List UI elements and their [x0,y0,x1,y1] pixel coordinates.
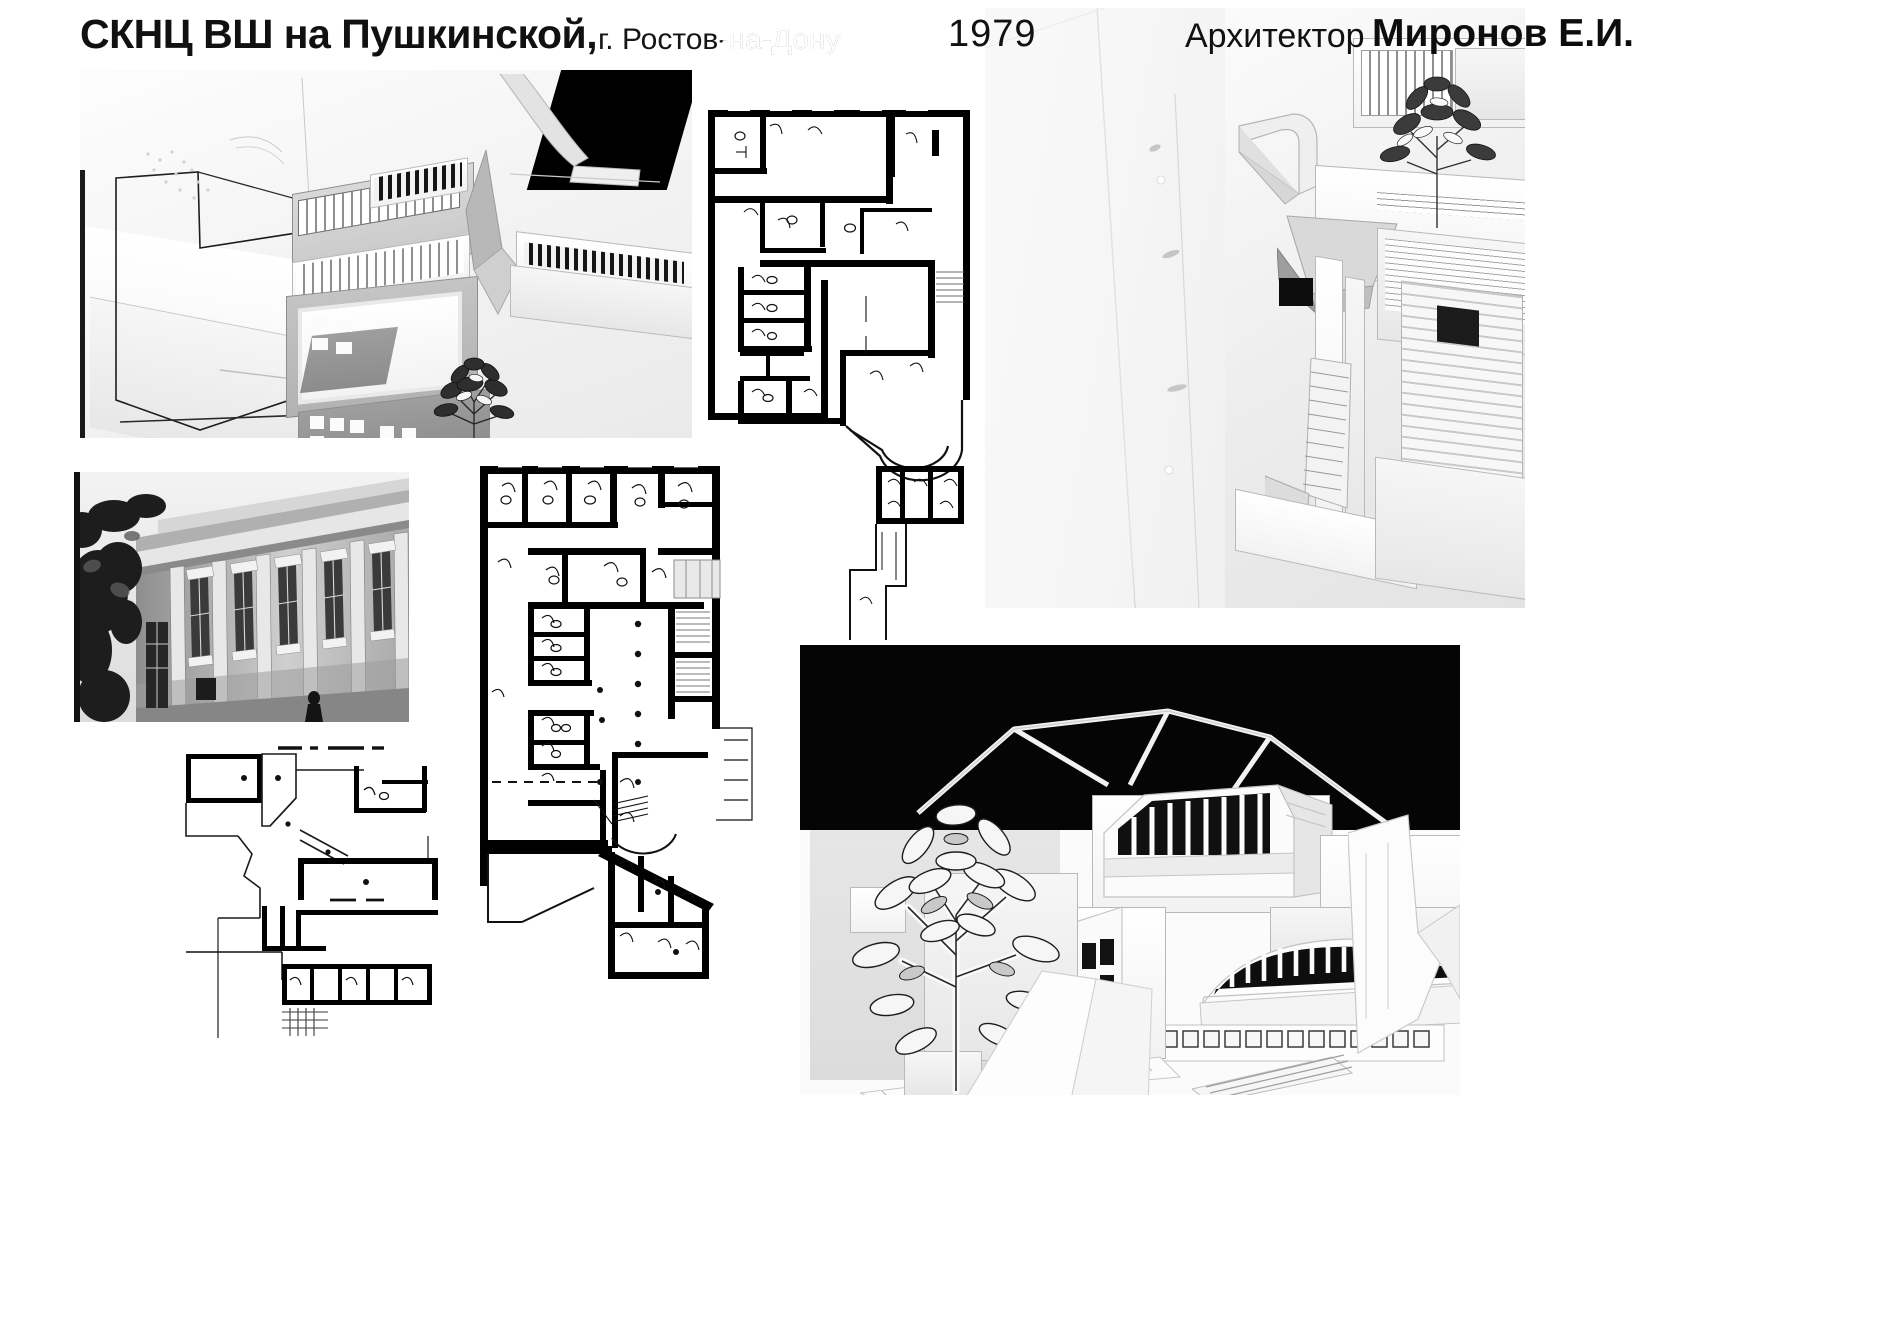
model-perspective-photo [800,645,1460,1095]
model-foreground-plates [966,970,1153,1095]
model-window [310,416,324,429]
model-window [312,338,328,350]
aerial-model-photo [80,70,692,438]
existing-building-photo [74,472,409,722]
project-year: 1979 [948,13,1037,55]
model-detail-lines [985,8,1200,608]
model-roof-trusses [916,708,1402,836]
model-far-right-wall [1348,814,1460,1055]
upper-floor-plan-drawing [708,108,970,640]
architect-name: Миронов Е.И. [1372,12,1635,55]
model-spire [465,150,521,316]
model-tree-icon [1379,76,1496,228]
title-city: г. Ростов-на-Дону [598,23,841,56]
model-clerestory [1103,784,1333,898]
model-upper-panel [1455,48,1525,120]
model-window [350,420,364,433]
model-tree-icon [852,804,1060,1095]
upper-floor-plan [700,100,1000,640]
model-window [380,426,394,438]
model-window [402,428,416,438]
model-courtyard-shadow [300,326,398,394]
model-tree-icon [433,357,515,438]
model-window [312,316,328,328]
model-window [330,418,344,431]
model-window [310,436,324,438]
main-floor-plan-drawing [480,464,753,979]
model-lower-block [1375,456,1525,602]
lower-floor-plan-drawing [185,746,438,1038]
model-canopy [499,74,661,187]
page-title: СКНЦ ВШ на Пушкинской, [80,11,598,57]
model-detail-photo [985,8,1525,608]
model-hook-canopy [1238,113,1318,205]
model-lower-stairs [1192,1054,1354,1095]
board-header: СКНЦ ВШ на Пушкинской, г. Ростов-на-Дону… [0,0,1900,78]
model-dark-opening [1437,305,1479,347]
model-window [336,342,352,354]
main-floor-plan [462,452,762,992]
lower-floor-plan [178,740,438,1040]
model-window [336,320,352,332]
photo-left-edge [80,170,85,438]
architect-label: Архитектор [1185,17,1365,55]
existing-building-drawing [74,472,409,722]
